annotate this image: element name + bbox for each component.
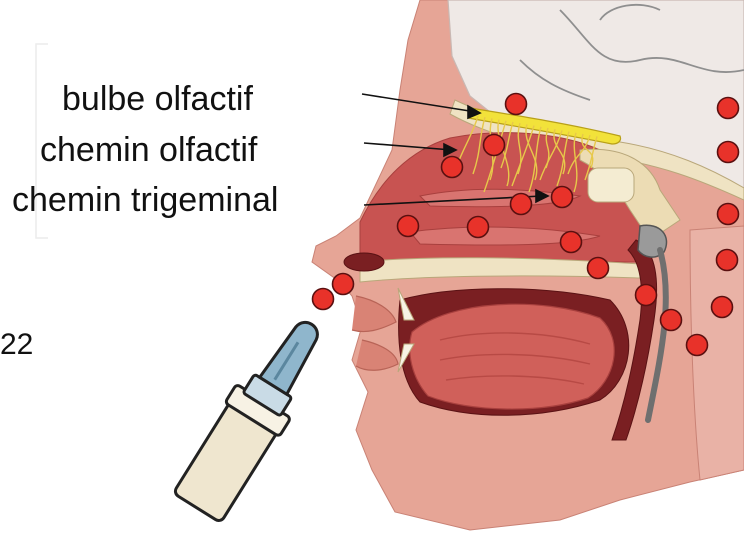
particle-dot-icon [661, 310, 682, 331]
particle-dot-icon [506, 94, 527, 115]
particle-dot-icon [687, 335, 708, 356]
particle-dot-icon [718, 142, 739, 163]
particle-dot-icon [552, 187, 573, 208]
particle-dot-icon [636, 285, 657, 306]
particle-dot-icon [442, 157, 463, 178]
particle-dot-icon [588, 258, 609, 279]
side-page-number: 22 [0, 330, 33, 360]
label-chemin-trigeminal: chemin trigeminal [12, 183, 278, 217]
sinus-space [588, 168, 634, 202]
nasal-spray-bottle-icon [170, 307, 339, 525]
particle-dot-icon [717, 250, 738, 271]
particle-dot-icon [511, 194, 532, 215]
particle-dot-icon [718, 204, 739, 225]
nostril [344, 253, 384, 271]
particle-dot-icon [333, 274, 354, 295]
particle-dot-icon [561, 232, 582, 253]
particle-dot-icon [718, 98, 739, 119]
particle-dot-icon [712, 297, 733, 318]
tongue [410, 304, 614, 409]
particle-dot-icon [484, 135, 505, 156]
particle-dot-icon [468, 217, 489, 238]
particle-dot-icon [398, 216, 419, 237]
particle-dot-icon [313, 289, 334, 310]
label-chemin-olfactif: chemin olfactif [40, 133, 257, 167]
label-bulbe-olfactif: bulbe olfactif [62, 82, 253, 116]
